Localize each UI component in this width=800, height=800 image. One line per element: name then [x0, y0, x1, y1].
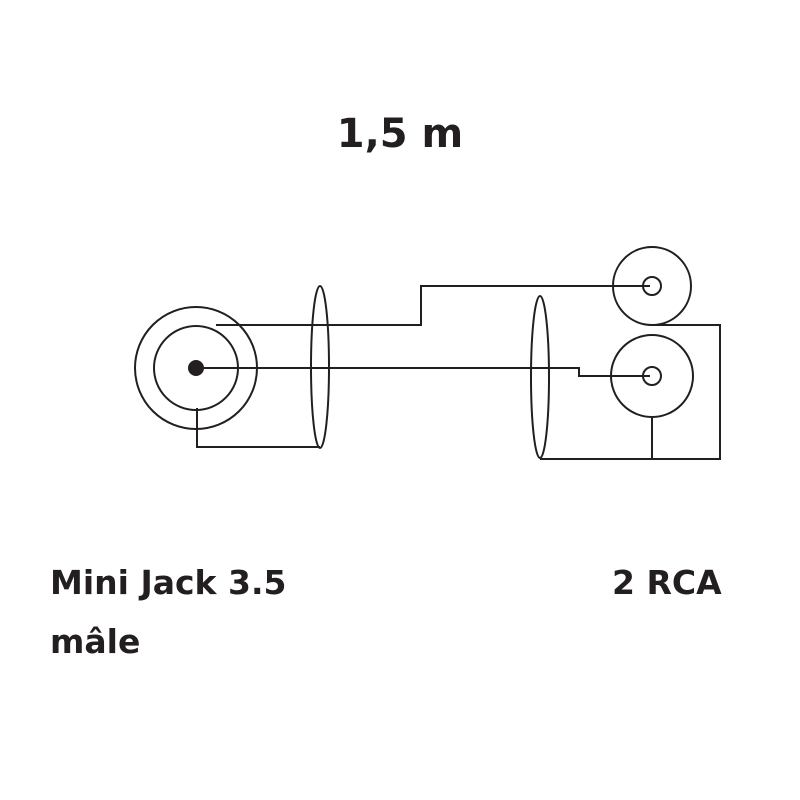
wire-right-channel [196, 367, 650, 377]
rca-bottom-pin [642, 366, 662, 386]
cable-length-label: 1,5 m [336, 111, 464, 157]
mini-jack-label: Mini Jack 3.5 [50, 563, 287, 602]
wire-ground-jack [196, 408, 320, 448]
mini-jack-gender-label: mâle [50, 622, 141, 661]
cable-sleeve-right [530, 295, 550, 459]
wire-ground-rca-top [540, 324, 721, 460]
rca-top-pin [642, 276, 662, 296]
jack-tip-dot [188, 360, 204, 376]
cable-sleeve-left [310, 285, 330, 449]
rca-label: 2 RCA [612, 563, 722, 602]
wire-left-channel [216, 285, 650, 326]
